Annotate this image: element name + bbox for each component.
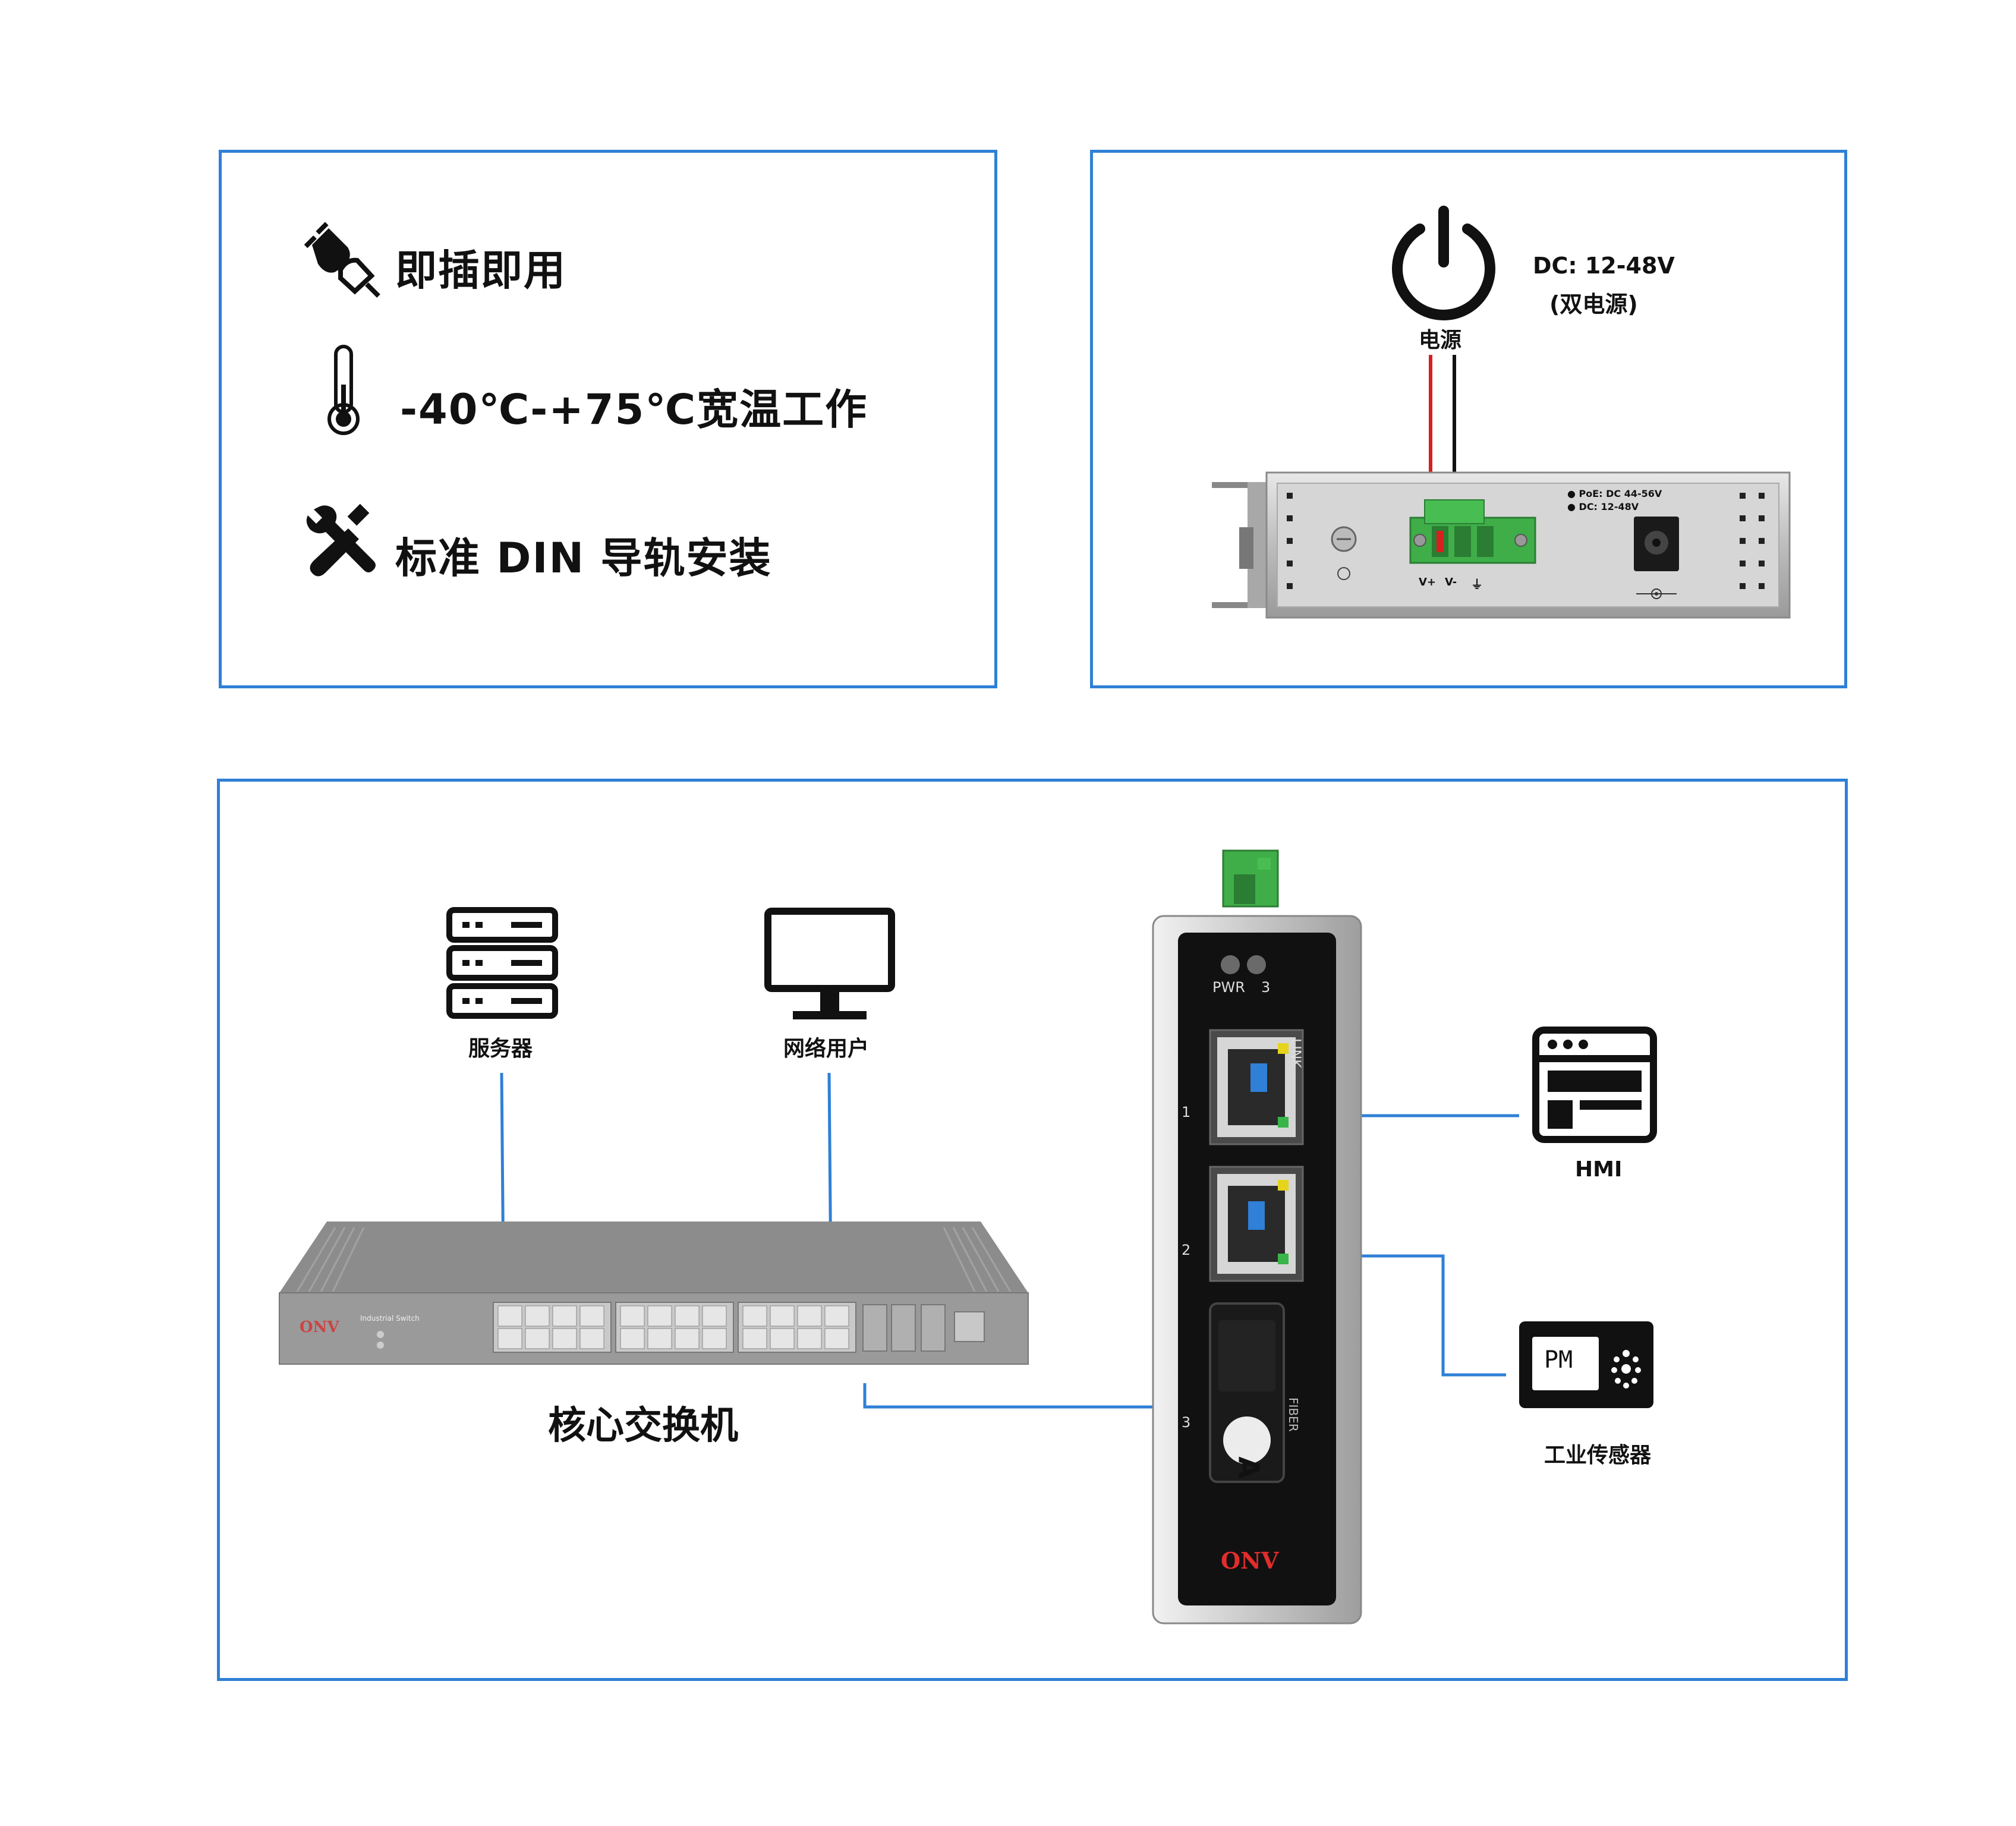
sensor-screen-text: PM <box>1544 1346 1573 1374</box>
server-label: 服务器 <box>468 1037 533 1061</box>
power-title: 电源 <box>1419 328 1462 352</box>
server-icon <box>446 907 558 1019</box>
core-switch-brand: ONV <box>300 1318 339 1336</box>
terminal-label-ground: ⏚ <box>1471 577 1483 591</box>
core-switch-label: 核心交换机 <box>548 1404 738 1448</box>
device-fiber-label: FIBER <box>1286 1397 1300 1432</box>
feature-plug-and-play: 即插即用 <box>395 246 566 295</box>
network-user-label: 网络用户 <box>783 1037 870 1061</box>
tools-icon <box>306 503 376 577</box>
device-link-label: LINK <box>1288 1038 1303 1068</box>
terminal-label-vplus: V+ <box>1419 576 1437 588</box>
hmi-icon <box>1532 1027 1657 1143</box>
device-port-2-number: 2 <box>1182 1242 1191 1258</box>
fiber-link-line <box>863 1383 1266 1409</box>
device-port-3-number: 3 <box>1182 1414 1191 1431</box>
hmi-label: HMI <box>1575 1157 1623 1182</box>
feature-wide-temperature: -40℃-+75℃宽温工作 <box>400 385 868 434</box>
plug-icon <box>304 222 380 298</box>
device-port-1-number: 1 <box>1182 1104 1191 1120</box>
sensor-label: 工业传感器 <box>1544 1443 1652 1468</box>
power-spec-voltage: DC: 12-48V <box>1533 253 1675 279</box>
device-led-3: 3 <box>1261 979 1271 996</box>
device-led-pwr: PWR <box>1212 979 1245 996</box>
power-spec-dual: (双电源) <box>1549 291 1638 317</box>
core-switch <box>279 1221 1029 1365</box>
power-icon <box>1392 206 1495 320</box>
terminal-label-vminus: V- <box>1445 576 1457 588</box>
fiber-module-letter: A <box>1231 1456 1265 1479</box>
sensor-icon <box>1519 1321 1653 1408</box>
device-brand: ONV <box>1221 1547 1279 1574</box>
panel-label-poe: ● PoE: DC 44-56V <box>1567 488 1662 499</box>
features-panel: 即插即用 -40℃-+75℃宽温工作 标准 DIN 导轨安装 <box>219 150 997 688</box>
network-panel: 服务器 网络用户 <box>217 779 1848 1681</box>
feature-din-rail: 标准 DIN 导轨安装 <box>395 534 772 583</box>
media-converter-device <box>1152 849 1362 1624</box>
monitor-icon <box>764 908 895 1019</box>
panel-label-dc: ● DC: 12-48V <box>1567 501 1639 512</box>
thermometer-icon <box>327 345 360 435</box>
power-panel: 电源 DC: 12-48V (双电源) <box>1090 150 1847 688</box>
core-switch-model: Industrial Switch <box>360 1314 420 1323</box>
device-side-view <box>1212 471 1791 619</box>
